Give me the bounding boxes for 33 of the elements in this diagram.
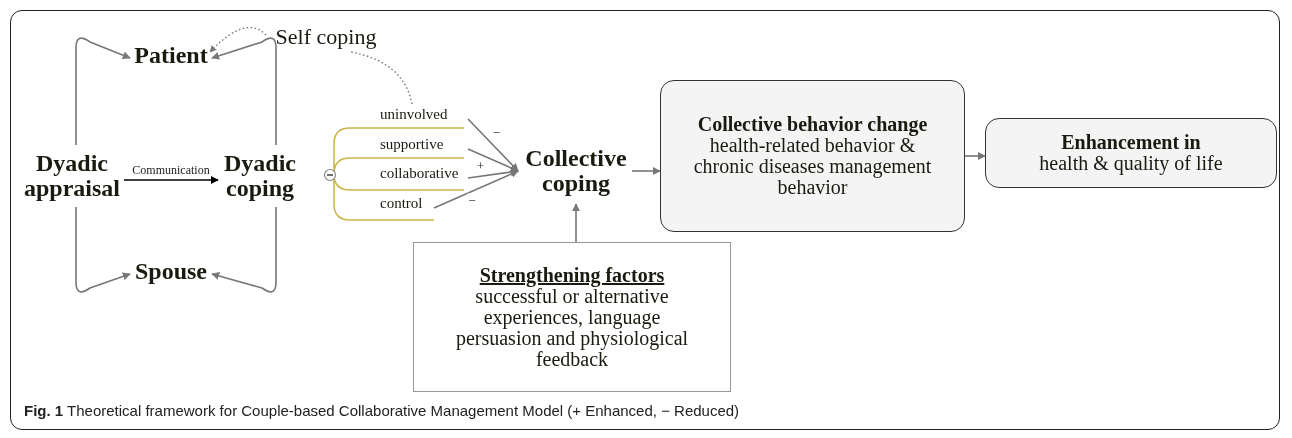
node-label: Spouse bbox=[134, 259, 207, 285]
figure-caption: Fig. 1 Theoretical framework for Couple-based Collaborative Management Model (+ Enhanced, − Reduced) bbox=[24, 402, 740, 419]
box-text: health & quality of life bbox=[1039, 153, 1223, 174]
arrow bbox=[572, 203, 580, 243]
edge-label: Communication bbox=[131, 164, 211, 176]
arrow bbox=[123, 176, 219, 184]
rounded-box bbox=[660, 80, 965, 232]
arrow bbox=[433, 170, 519, 209]
arrow bbox=[467, 148, 519, 172]
node-label: Collective coping bbox=[524, 145, 628, 197]
option-label: collaborative bbox=[380, 166, 459, 182]
box-text: health-related behavior & chronic diseases management behavior bbox=[692, 135, 933, 198]
factor-box bbox=[413, 242, 731, 392]
arrow bbox=[964, 152, 986, 160]
node-label: Patient bbox=[134, 43, 208, 69]
dotted-arrow bbox=[209, 26, 267, 53]
box-heading: Collective behavior change bbox=[697, 114, 928, 135]
arrow bbox=[75, 37, 131, 146]
option-label: control bbox=[380, 196, 423, 212]
arrow bbox=[211, 206, 277, 293]
arrow bbox=[631, 167, 661, 175]
node-label: Dyadic appraisal bbox=[23, 150, 121, 202]
box-heading: Strengthening factors bbox=[479, 264, 665, 286]
node-label: Dyadic coping bbox=[223, 150, 297, 202]
node-label: Self coping bbox=[275, 25, 377, 49]
arrow bbox=[467, 168, 519, 179]
arrow bbox=[467, 118, 519, 172]
box-heading: Enhancement in bbox=[1061, 132, 1201, 153]
arrow bbox=[211, 37, 277, 146]
option-label: uninvolved bbox=[380, 107, 448, 123]
arrow bbox=[75, 206, 131, 293]
rounded-box bbox=[985, 118, 1277, 188]
option-label: supportive bbox=[380, 137, 444, 153]
